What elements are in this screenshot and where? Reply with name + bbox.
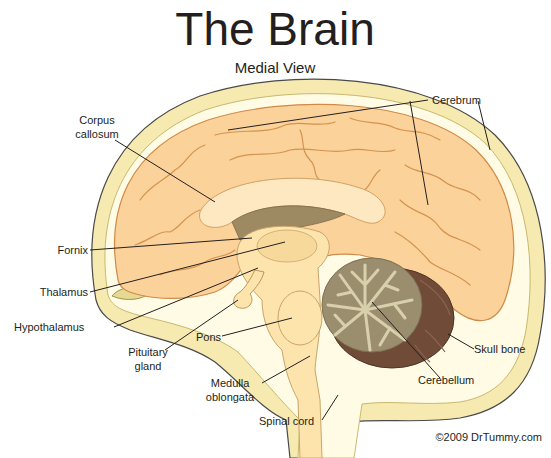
cerebellum-inner: [322, 258, 422, 352]
gyrus-line: [140, 145, 205, 200]
part-label: Fornix: [6, 243, 88, 257]
arbor-vitae: [328, 265, 412, 350]
leader-line: [90, 238, 252, 250]
skull-bone: [92, 79, 545, 458]
cranial-cavity: [105, 94, 530, 458]
diagram-title: The Brain: [75, 2, 475, 56]
leader-line: [228, 100, 428, 130]
branch-line: [352, 265, 378, 310]
gyrus-line: [350, 118, 440, 140]
part-label: Medulla oblongata: [198, 376, 262, 404]
part-label: Hypothalamus: [14, 320, 124, 334]
thalamus-shape: [257, 230, 317, 262]
branch-line: [365, 310, 405, 345]
leader-line: [115, 140, 215, 202]
branch-line: [365, 310, 370, 350]
part-label: Spinal cord: [259, 414, 339, 428]
part-label: Corpus callosum: [62, 113, 132, 141]
leader-line: [448, 334, 474, 349]
subtitle-label: Medial View: [150, 59, 400, 77]
leader-lines: [90, 100, 490, 420]
part-label: Pons: [196, 330, 236, 344]
folia-line: [420, 280, 450, 315]
leader-line: [478, 101, 490, 150]
branch-line: [328, 305, 365, 310]
leader-line: [372, 302, 440, 378]
gyrus-line: [215, 122, 335, 135]
gyrus-line: [400, 200, 480, 250]
gyrus-line: [362, 170, 380, 192]
gyrus-line: [135, 210, 200, 245]
leader-line: [262, 356, 310, 383]
leader-line: [165, 300, 238, 350]
leader-line: [222, 318, 292, 336]
folia-line: [415, 345, 430, 362]
leader-line: [322, 395, 338, 420]
gyrus-line: [300, 130, 320, 180]
pons-shape: [278, 291, 322, 345]
part-label: Skull bone: [474, 342, 549, 356]
gyrus-line: [230, 149, 395, 160]
leader-line: [114, 268, 258, 327]
folia-line: [425, 330, 445, 352]
copyright-note: ©2009 DrTummy.com: [400, 430, 542, 444]
gyrus-line: [405, 165, 480, 200]
part-label: Cerebrum: [432, 93, 502, 107]
part-label: Pituitary gland: [117, 345, 179, 373]
part-label: Cerebellum: [418, 373, 493, 387]
leader-line: [90, 242, 285, 292]
leader-line: [410, 101, 428, 205]
part-label: Thalamus: [6, 285, 88, 299]
branch-line: [335, 310, 365, 335]
